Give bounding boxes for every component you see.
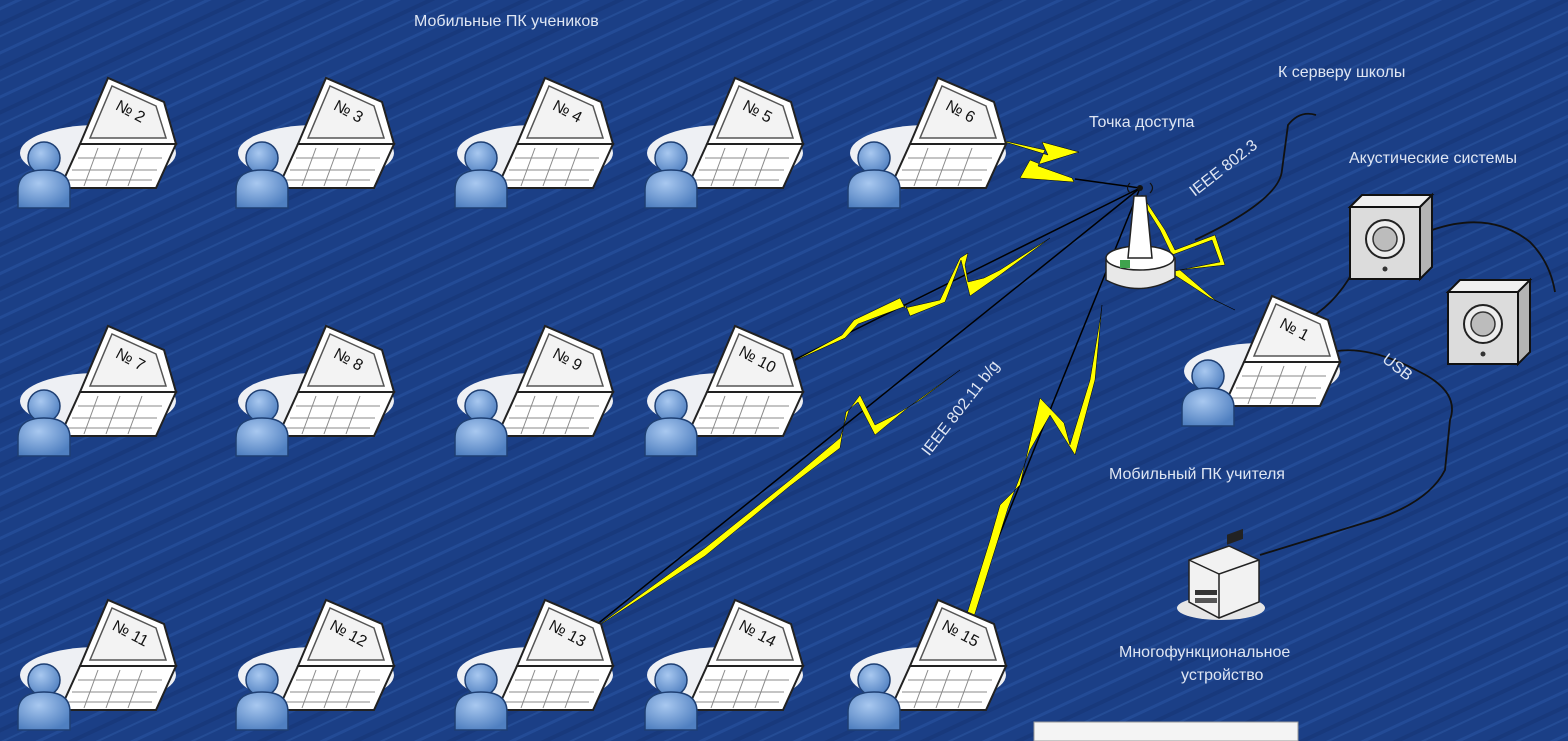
printer-icon xyxy=(1177,528,1265,620)
wireless-link-13 xyxy=(591,369,961,631)
student-laptop-14: № 14 xyxy=(644,599,804,731)
to-school-server-label: К серверу школы xyxy=(1278,64,1406,81)
access-point-icon xyxy=(1105,182,1176,290)
student-laptop-13: № 13 xyxy=(454,599,614,731)
student-laptop-4: № 4 xyxy=(454,77,614,209)
partial-image-frame xyxy=(1033,721,1299,741)
wireless-link-10 xyxy=(791,237,1051,363)
student-laptop-12: № 12 xyxy=(235,599,395,731)
acoustic-systems-label: Акустические системы xyxy=(1349,150,1517,167)
access-point-label: Точка доступа xyxy=(1089,114,1195,131)
student-laptop-2: № 2 xyxy=(17,77,177,209)
student-laptop-10: № 10 xyxy=(644,325,804,457)
student-laptop-8: № 8 xyxy=(235,325,395,457)
wireless-link-15 xyxy=(964,304,1103,624)
mfp-label-line2: устройство xyxy=(1181,667,1264,684)
teacher-pc-label: Мобильный ПК учителя xyxy=(1109,466,1285,483)
student-laptop-11: № 11 xyxy=(17,599,177,731)
teacher-laptop: № 1 xyxy=(1181,295,1341,427)
student-laptop-15: № 15 xyxy=(847,599,1007,731)
wireless-link-1 xyxy=(1139,194,1236,311)
student-laptop-9: № 9 xyxy=(454,325,614,457)
mfp-label-line1: Многофункциональное xyxy=(1119,644,1291,661)
student-laptop-7: № 7 xyxy=(17,325,177,457)
speaker-link-cable xyxy=(1431,221,1556,293)
wireless-links xyxy=(589,137,1236,631)
usb-cable xyxy=(1259,349,1453,556)
students-title: Мобильные ПК учеников xyxy=(414,13,599,30)
speaker-icon xyxy=(1349,194,1433,280)
student-laptop-3: № 3 xyxy=(235,77,395,209)
student-laptop-5: № 5 xyxy=(644,77,804,209)
student-laptop-6: № 6 xyxy=(847,77,1007,209)
speaker-icon xyxy=(1447,279,1531,365)
ethernet-cable xyxy=(1194,112,1317,241)
wireless-link-6 xyxy=(991,137,1080,183)
